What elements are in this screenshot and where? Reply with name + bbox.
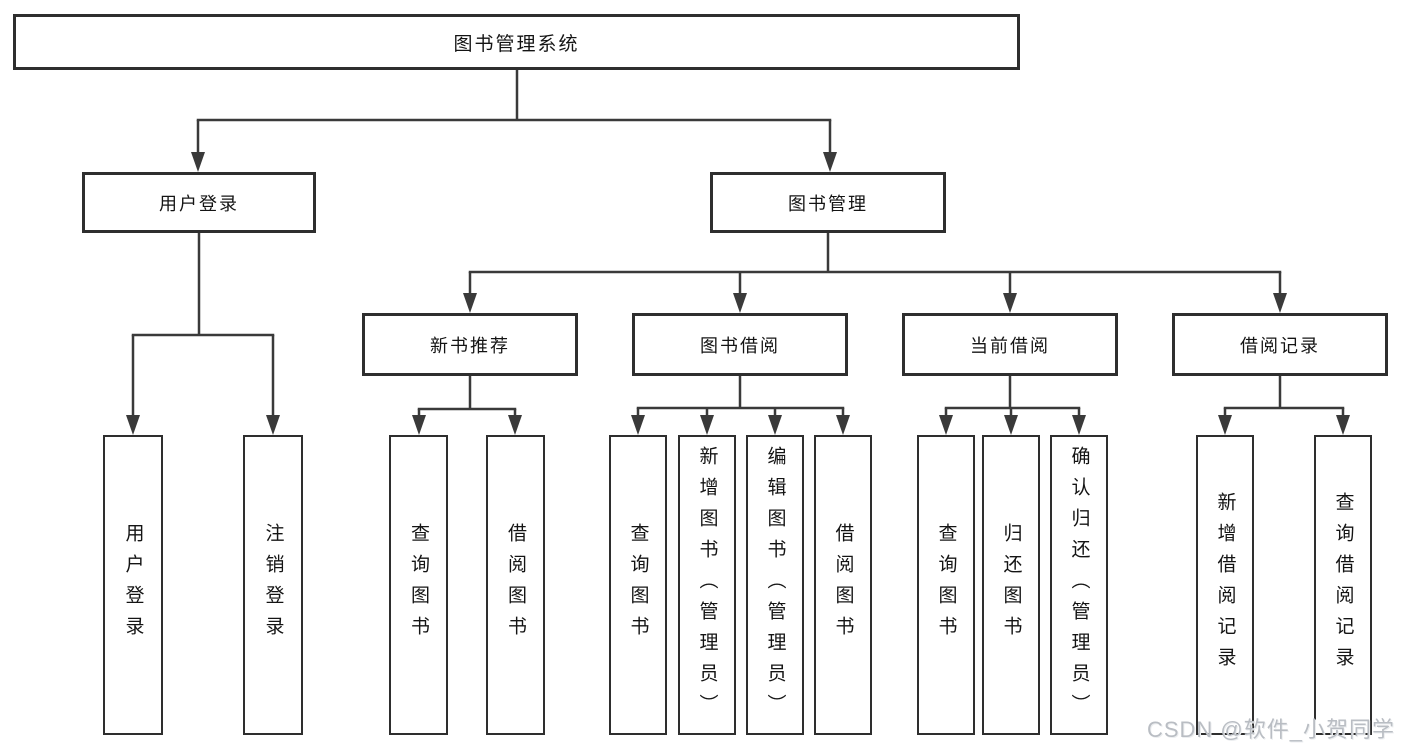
leaf-query-books-current: 查询图书	[917, 435, 975, 735]
node-current-borrow: 当前借阅	[902, 313, 1118, 376]
node-user-login: 用户登录	[82, 172, 316, 233]
leaf-add-borrow-record-label: 新增借阅记录	[1214, 492, 1236, 678]
leaf-logout-label: 注销登录	[262, 523, 284, 647]
connector-user-login-branch	[126, 233, 280, 435]
leaf-add-books-admin-label: 新增图书（管理员）	[696, 445, 718, 725]
connector-new-book-branch	[412, 376, 522, 435]
leaf-user-login: 用户登录	[103, 435, 163, 735]
leaf-query-books-recommend-label: 查询图书	[408, 523, 429, 647]
node-book-borrow: 图书借阅	[632, 313, 848, 376]
leaf-borrow-books-recommend: 借阅图书	[486, 435, 545, 735]
leaf-borrow-books-recommend-label: 借阅图书	[505, 523, 526, 647]
connector-book-borrow-branch	[631, 376, 850, 435]
leaf-edit-books-admin: 编辑图书（管理员）	[746, 435, 804, 735]
leaf-query-books-borrow: 查询图书	[609, 435, 667, 735]
leaf-query-borrow-record-label: 查询借阅记录	[1332, 492, 1354, 678]
connector-book-mgmt-branch	[463, 233, 1287, 313]
node-book-management: 图书管理	[710, 172, 946, 233]
leaf-add-books-admin: 新增图书（管理员）	[678, 435, 736, 735]
node-system-root-label: 图书管理系统	[453, 33, 580, 55]
leaf-return-books: 归还图书	[982, 435, 1040, 735]
leaf-query-borrow-record: 查询借阅记录	[1314, 435, 1372, 735]
leaf-query-books-borrow-label: 查询图书	[627, 523, 649, 647]
leaf-borrow-books-label: 借阅图书	[832, 523, 854, 647]
connector-root-branch	[191, 70, 837, 172]
csdn-watermark: CSDN @软件_小贺同学	[1146, 717, 1395, 742]
node-new-book-recommend-label: 新书推荐	[430, 335, 510, 356]
leaf-confirm-return-admin-label: 确认归还（管理员）	[1068, 445, 1090, 725]
connector-current-borrow-branch	[939, 376, 1086, 435]
leaf-query-books-recommend: 查询图书	[389, 435, 448, 735]
leaf-confirm-return-admin: 确认归还（管理员）	[1050, 435, 1108, 735]
leaf-user-login-label: 用户登录	[122, 523, 144, 647]
leaf-return-books-label: 归还图书	[1000, 523, 1022, 647]
node-book-borrow-label: 图书借阅	[700, 335, 780, 356]
node-current-borrow-label: 当前借阅	[970, 335, 1050, 356]
leaf-edit-books-admin-label: 编辑图书（管理员）	[764, 445, 786, 725]
leaf-query-books-current-label: 查询图书	[935, 523, 957, 647]
node-book-management-label: 图书管理	[788, 193, 868, 214]
leaf-logout: 注销登录	[243, 435, 303, 735]
node-user-login-label: 用户登录	[159, 193, 239, 214]
leaf-borrow-books: 借阅图书	[814, 435, 872, 735]
node-new-book-recommend: 新书推荐	[362, 313, 578, 376]
connector-borrow-record-branch	[1218, 376, 1350, 435]
leaf-add-borrow-record: 新增借阅记录	[1196, 435, 1254, 735]
node-borrow-record-label: 借阅记录	[1240, 335, 1320, 356]
node-borrow-record: 借阅记录	[1172, 313, 1388, 376]
node-system-root: 图书管理系统	[13, 14, 1020, 70]
